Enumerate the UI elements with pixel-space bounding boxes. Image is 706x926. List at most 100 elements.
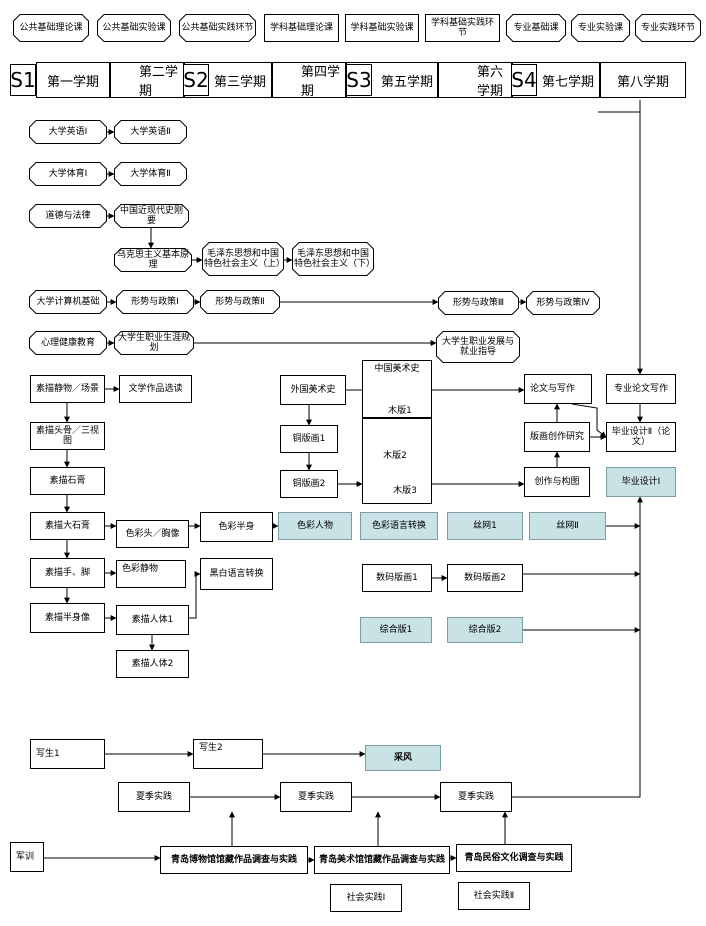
connector-arrow [189,571,201,619]
course-mental-health: 心理健康教育 [29,331,107,355]
course-sketch-body-1: 素描人体1 [116,605,189,635]
course-summer-3: 夏季实践 [440,782,512,812]
course-art-museum-survey: 青岛美术馆馆藏作品调查与实践 [314,846,450,874]
semester-6: 第六学期 [438,62,512,99]
octagon-outline [526,291,600,315]
course-foreign-art: 外国美术史 [280,375,346,405]
octagon-outline [635,14,701,42]
legend-subject-experiment: 学科基础实验课 [345,14,419,42]
course-summer-2: 夏季实践 [280,782,352,812]
course-copper-2: 铜版画2 [280,470,338,498]
semester-1: 第一学期 [36,62,110,98]
course-bw-convert: 黑白语言转换 [200,558,273,590]
course-thesis-writing: 论文与写作 [524,374,592,404]
course-digital-1: 数码版画1 [362,564,432,592]
course-college-english-1: 大学英语Ⅰ [29,120,107,144]
course-policy-4: 形势与政策Ⅳ [526,291,600,315]
course-sample: 采风 [365,745,441,771]
course-mao-1: 毛泽东思想和中国特色社会主义（上） [202,242,285,276]
course-sketch-still: 素描静物／场景 [30,375,105,403]
semester-2: 第二学期 [110,62,184,99]
octagon-outline [438,291,519,315]
course-mixed-2: 综合版2 [447,617,523,643]
course-military: 军训 [10,842,44,872]
octagon-outline [29,204,107,228]
course-modern-history: 中国近现代史刚要 [114,204,189,228]
legend-major-basic: 专业基础课 [506,14,566,42]
octagon-outline [114,331,194,355]
course-creation-composition: 创作与构图 [524,467,590,497]
course-color-half: 色彩半身 [200,512,273,542]
octagon-outline [506,14,566,42]
course-college-pe-1: 大学体育Ⅰ [29,162,107,186]
semester-badge-s4: S4 [511,64,537,96]
octagon-outline [114,120,187,144]
course-silk-1: 丝网1 [447,512,523,540]
legend-public-experiment: 公共基础实验课 [97,14,171,42]
connector-arrow [598,111,643,375]
course-copper-1: 铜版画1 [280,425,338,453]
course-mixed-1: 综合版1 [360,617,432,643]
course-mao-2: 毛泽东思想和中国特色社会主义（下） [292,242,375,276]
octagon-outline [29,290,107,314]
octagon-outline [202,242,284,276]
course-college-english-2: 大学英语Ⅱ [114,120,187,144]
course-folk-survey: 青岛民俗文化调查与实践 [456,844,572,872]
semester-badge-s2: S2 [183,64,209,96]
course-marxism: 乌克思主义基本原理 [114,248,192,272]
octagon-outline [29,120,107,144]
legend-public-theory: 公共基础理论课 [13,14,89,42]
course-sketch-hand: 素描手、脚 [30,558,105,588]
course-policy-3: 形势与政策Ⅲ [438,291,519,315]
semester-4: 第四学期 [272,62,346,99]
octagon-outline [97,14,171,42]
legend-subject-theory: 学科基础理论课 [264,14,339,42]
octagon-outline [13,14,89,42]
legend-public-practice: 公共基础实践环节 [179,14,256,42]
course-sketching-1: 写生1 [30,739,105,769]
course-color-language: 色彩语言转换 [360,512,438,540]
course-summer-1: 夏季实践 [118,782,190,812]
course-college-pe-2: 大学体育Ⅱ [114,162,187,186]
semester-badge-s1: S1 [10,64,36,96]
course-sketch-plaster: 素描石膏 [30,467,105,495]
connector-arrow [512,496,643,798]
octagon-outline [114,204,189,228]
legend-major-experiment: 专业实验课 [571,14,630,42]
course-graduation-1: 毕业设计Ⅰ [606,467,676,497]
course-sketch-big-plaster: 素描大石膏 [30,512,105,540]
octagon-outline [29,162,107,186]
course-sketch-half: 素描半身像 [30,603,105,633]
course-literature: 文学作品选读 [119,375,192,403]
octagon-outline [436,331,520,363]
course-social-2: 社会实践Ⅱ [458,882,530,910]
course-woodcut-1: 木版1 [388,406,412,416]
course-museum-survey: 青岛博物馆馆藏作品调查与实践 [160,846,308,874]
legend-major-practice: 专业实践环节 [635,14,701,42]
course-major-thesis: 专业论文写作 [606,374,676,404]
legend-subject-practice: 学科基础实践环节 [425,14,500,42]
octagon-outline [292,242,374,276]
course-sketch-head: 素描头骨／三视图 [30,422,105,450]
course-print-research: 版画创作研究 [524,422,590,452]
course-policy-1: 形势与政策Ⅰ [116,290,194,314]
octagon-outline [179,14,256,42]
octagon-outline [114,248,192,272]
octagon-outline [29,331,107,355]
course-sketching-2: 写生2 [193,739,263,769]
octagon-outline [571,14,630,42]
semester-badge-s3: S3 [346,64,372,96]
octagon-outline [114,162,187,186]
course-computer-basics: 大学计算机基础 [29,290,107,314]
course-career-planning: 大学生职业生涯规划 [114,331,194,355]
octagon-outline [116,290,194,314]
course-social-1: 社会实践Ⅰ [330,884,402,912]
course-sketch-body-2: 素描人体2 [116,650,189,678]
course-color-still: 色彩静物 [116,560,186,588]
course-color-head: 色彩头／胸像 [116,520,189,548]
octagon-outline [200,290,280,314]
course-woodcut-2: 木版2 [383,451,407,461]
course-policy-2: 形势与政策Ⅱ [200,290,280,314]
course-ethics-law: 道德与法律 [29,204,107,228]
